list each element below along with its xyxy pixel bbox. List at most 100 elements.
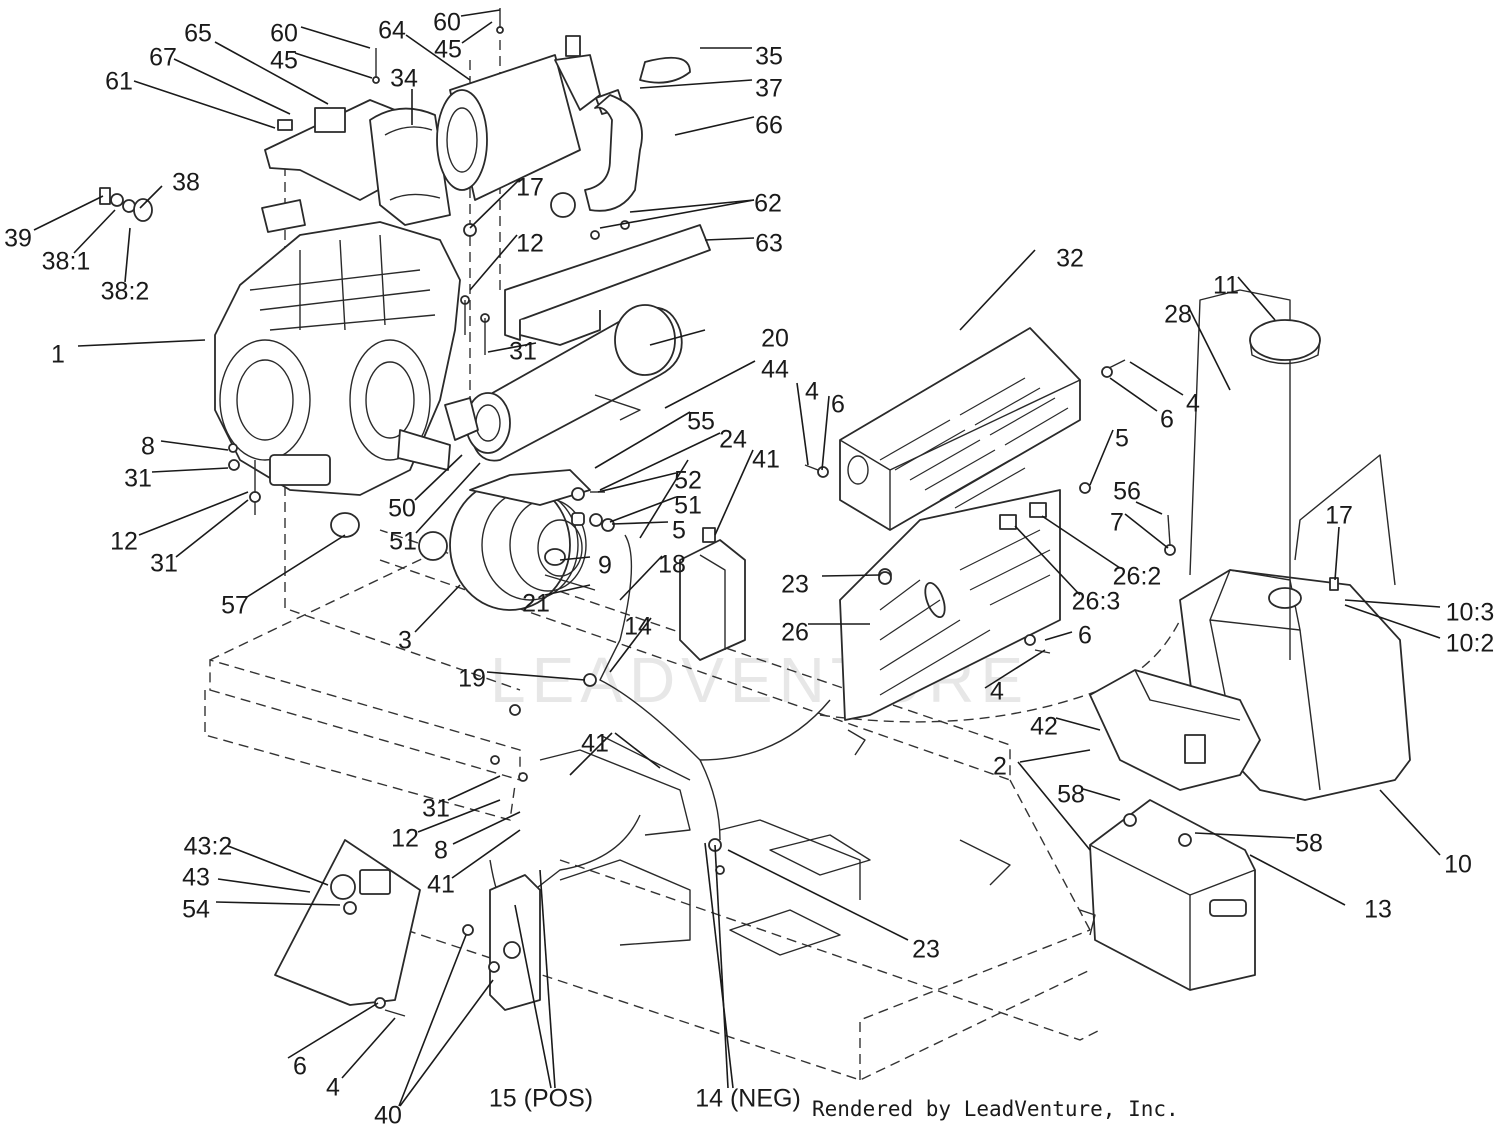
- leader-line: [559, 556, 591, 561]
- leader-line: [460, 9, 501, 17]
- leader-line: [609, 617, 652, 673]
- clutch-pulley: [330, 469, 591, 611]
- callout-c24: 24: [719, 426, 747, 454]
- callout-c23b: 23: [912, 936, 940, 964]
- callout-c10_2: 10:2: [1446, 630, 1495, 658]
- leader-lines: [33, 9, 1441, 1107]
- callout-c58b: 58: [1295, 830, 1323, 858]
- callout-c45a: 45: [270, 47, 298, 75]
- callout-c14b: 14 (NEG): [695, 1085, 801, 1113]
- leader-line: [487, 342, 537, 353]
- callout-c6a: 6: [831, 391, 845, 419]
- callout-c32: 32: [1056, 245, 1084, 273]
- leader-line: [1041, 515, 1121, 569]
- frame-details: [539, 359, 1176, 956]
- callout-c63: 63: [755, 230, 783, 258]
- callout-c14a: 14: [624, 613, 652, 641]
- callout-c31a: 31: [509, 338, 537, 366]
- leader-line: [246, 534, 346, 598]
- callout-c43: 43: [182, 864, 210, 892]
- callout-c12a: 12: [516, 230, 544, 258]
- callout-c21: 21: [522, 590, 550, 618]
- leader-line: [714, 844, 729, 1089]
- callout-c35: 35: [755, 43, 783, 71]
- callout-c51b: 51: [674, 492, 702, 520]
- callout-c13: 13: [1364, 896, 1392, 924]
- leader-line: [300, 26, 371, 49]
- callout-c18: 18: [658, 551, 686, 579]
- leader-line: [1194, 832, 1296, 839]
- callout-c51a: 51: [389, 528, 417, 556]
- callout-c12c: 12: [391, 825, 419, 853]
- callout-c41b: 41: [581, 730, 609, 758]
- leader-line: [614, 732, 661, 769]
- leader-line: [984, 649, 1046, 689]
- callout-c6b: 6: [1160, 406, 1174, 434]
- engine-shroud: [839, 327, 1081, 531]
- callout-c19: 19: [458, 665, 486, 693]
- leader-line: [1044, 631, 1073, 641]
- leader-line: [175, 499, 249, 558]
- leader-line: [639, 459, 689, 539]
- callout-c64: 64: [378, 17, 406, 45]
- leader-line: [611, 521, 669, 525]
- muffler: [444, 304, 683, 462]
- leader-line: [664, 360, 756, 409]
- leader-line: [1082, 788, 1121, 801]
- leader-line: [77, 339, 206, 347]
- callout-c31b: 31: [124, 465, 152, 493]
- leader-line: [639, 79, 753, 89]
- callout-c57: 57: [221, 592, 249, 620]
- leader-line: [415, 462, 481, 534]
- muffler-shield: [504, 220, 711, 346]
- leader-line: [704, 237, 755, 241]
- leader-line: [1334, 526, 1340, 581]
- callout-c4c: 4: [990, 678, 1004, 706]
- leader-line: [227, 845, 329, 886]
- leader-line: [1344, 599, 1441, 608]
- leader-line: [821, 395, 830, 471]
- leader-line: [569, 732, 613, 776]
- callout-c1: 1: [51, 341, 65, 369]
- callout-c52: 52: [674, 467, 702, 495]
- callout-c7: 7: [1110, 509, 1124, 537]
- callout-c6c: 6: [1078, 622, 1092, 650]
- leader-line: [674, 116, 755, 136]
- callout-c3: 3: [398, 627, 412, 655]
- leader-line: [452, 811, 521, 845]
- leader-line: [414, 454, 463, 501]
- callout-c23a: 23: [781, 571, 809, 599]
- leader-line: [714, 449, 754, 536]
- callout-c42: 42: [1030, 713, 1058, 741]
- leader-line: [160, 440, 229, 451]
- leader-line: [597, 472, 677, 493]
- leader-line: [609, 496, 677, 523]
- callout-c10_3: 10:3: [1446, 599, 1495, 627]
- leader-line: [469, 178, 521, 229]
- callout-c10: 10: [1444, 851, 1472, 879]
- callout-c15: 15 (POS): [489, 1085, 593, 1113]
- leader-line: [469, 234, 518, 291]
- credit-text: Rendered by LeadVenture, Inc.: [812, 1097, 1179, 1121]
- leader-line: [447, 775, 501, 801]
- callout-c11: 11: [1213, 272, 1239, 300]
- side-panel: [839, 489, 1061, 721]
- leader-line: [1129, 361, 1184, 396]
- callout-c38_1: 38:1: [42, 248, 91, 276]
- callout-c45b: 45: [434, 36, 462, 64]
- leader-line: [1249, 854, 1346, 906]
- leader-line: [451, 829, 521, 879]
- callout-c38: 38: [172, 169, 200, 197]
- leader-line: [405, 34, 471, 81]
- leader-line: [1109, 377, 1158, 412]
- leader-line: [1135, 501, 1163, 515]
- hydraulic-tank: [1179, 289, 1411, 801]
- callout-c67: 67: [149, 44, 177, 72]
- callout-c40: 40: [374, 1102, 402, 1129]
- callout-c26_2: 26:2: [1113, 563, 1162, 591]
- leader-line: [619, 555, 663, 601]
- leader-line: [594, 411, 691, 469]
- battery-cables: [489, 534, 831, 909]
